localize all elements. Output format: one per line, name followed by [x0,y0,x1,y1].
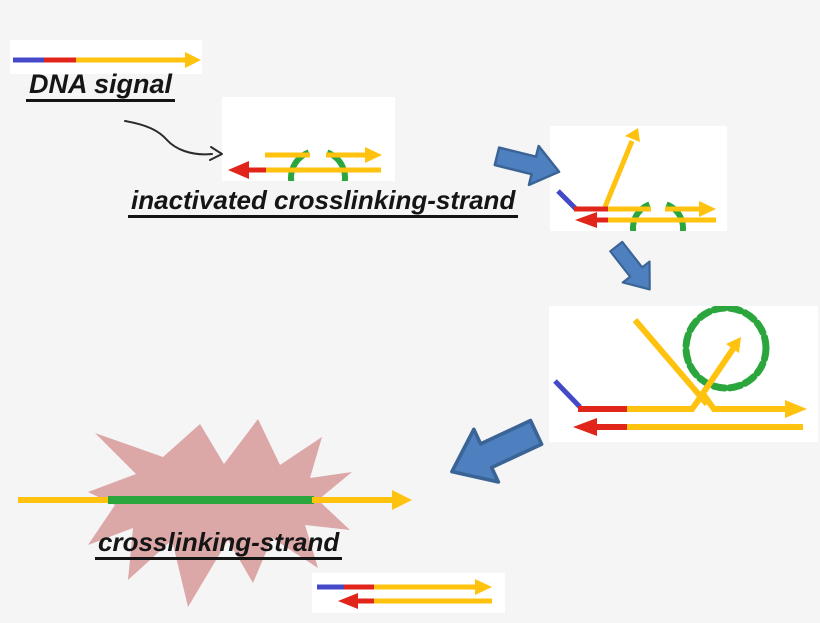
dna-signal-label: DNA signal [26,70,176,103]
up-right-arrowhead-icon [726,337,741,353]
signal-strand [556,189,716,217]
waste-duplex-structure [317,579,492,609]
toehold-bound-panel [550,126,727,231]
hairpin-bottom-strand [228,161,381,179]
right-arrowhead-icon [392,490,412,510]
waste-duplex-panel [312,573,505,613]
bottom-strand [573,418,803,436]
right-arrowhead-icon [475,579,492,595]
opening-loop-icon [682,306,770,392]
left-arrowhead-icon [575,212,597,228]
left-arrowhead-icon [228,161,249,179]
left-arrowhead-icon [338,593,358,609]
inactivated-crosslinking-strand-label: inactivated crosslinking-strand [128,186,519,219]
process-arrow-2-icon [609,240,651,291]
bottom-strand [575,212,716,228]
dna-signal-panel [10,40,202,74]
displaced-arm [632,318,710,406]
up-right-arrowhead-icon [625,128,640,142]
branch-migration-panel [549,306,818,442]
hairpin-panel [222,97,395,181]
right-arrowhead-icon [699,201,716,217]
hairpin-loop-icon [288,149,348,181]
signal-strand-icon [13,52,201,68]
annotation-arrow-icon [124,120,223,161]
branch-migration-structure [553,306,807,436]
dna-signal-strand [13,52,201,68]
right-arrowhead-icon [185,52,201,68]
right-arrowhead-icon [785,400,807,418]
toehold-bound-structure [556,128,716,231]
displaced-strand-arm [602,128,640,208]
crosslinking-strand-icon [18,490,412,510]
process-arrow-3-icon [450,418,544,484]
left-arrowhead-icon [573,418,597,436]
hairpin-structure [228,147,382,181]
duplex-bottom-strand [338,593,492,609]
duplex-top-strand [317,579,492,595]
hairpin-top-strand [265,147,382,163]
crosslinking-strand-label: crosslinking-strand [95,528,343,561]
right-arrowhead-icon [365,147,382,163]
signal-strand [553,379,807,418]
